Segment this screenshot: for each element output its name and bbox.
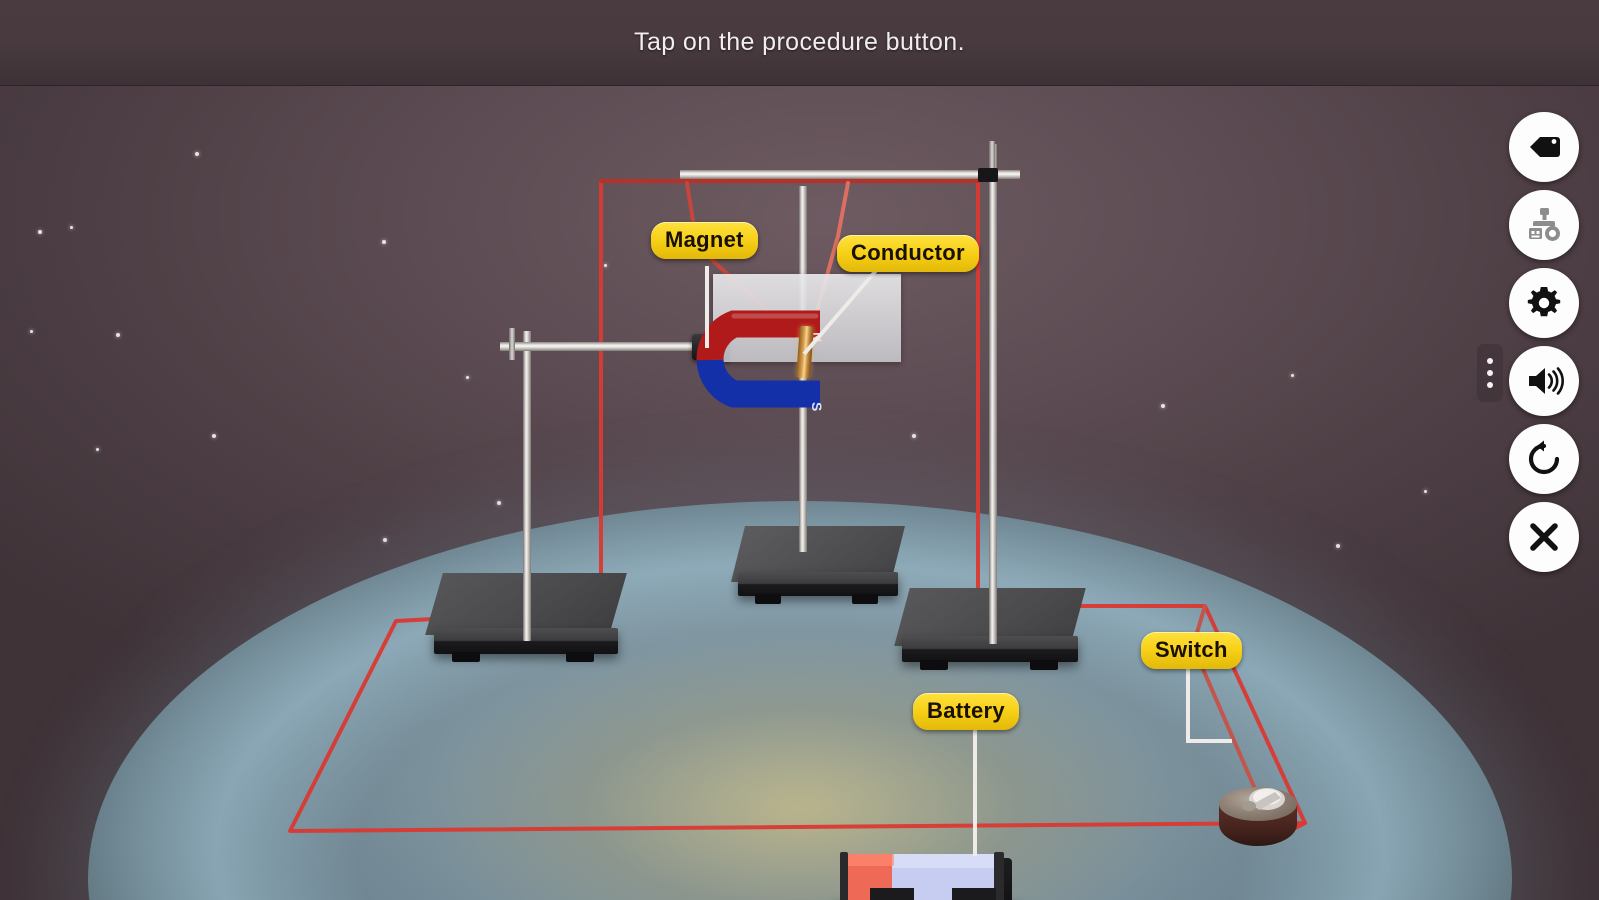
label-leader-lines: [705, 264, 1232, 856]
right-stand-clamp-screw: [989, 141, 995, 175]
right-stand-clamp: [978, 168, 998, 182]
label-magnet[interactable]: Magnet: [651, 222, 758, 259]
magnet-south-label: S: [809, 402, 825, 411]
reset-button[interactable]: [1509, 424, 1579, 494]
apparatus-icon: [1529, 208, 1560, 241]
star-decoration: [30, 330, 33, 333]
reload-icon: [1528, 440, 1560, 475]
star-decoration: [70, 226, 73, 229]
label-switch[interactable]: Switch: [1141, 632, 1242, 669]
star-decoration: [195, 152, 199, 156]
left-stand-clamp-screw: [509, 328, 515, 360]
right-stand-foot: [1030, 660, 1058, 670]
star-decoration: [96, 448, 99, 451]
right-stand-rod: [989, 144, 997, 644]
star-decoration: [1161, 404, 1165, 408]
star-decoration: [116, 333, 120, 337]
drag-handle-icon[interactable]: [1477, 344, 1503, 402]
instruction-text: Tap on the procedure button.: [634, 28, 965, 56]
center-stand-foot: [755, 594, 781, 604]
star-decoration: [382, 240, 386, 244]
battery-cell[interactable]: [840, 848, 1020, 900]
close-button[interactable]: [1509, 502, 1579, 572]
star-decoration: [1291, 374, 1294, 377]
label-conductor[interactable]: Conductor: [837, 235, 979, 272]
tag-icon: [1530, 137, 1560, 157]
instruction-banner: Tap on the procedure button.: [0, 0, 1599, 86]
right-stand-foot: [920, 660, 948, 670]
left-stand-crossbar: [500, 342, 716, 351]
left-stand-foot: [452, 652, 480, 662]
center-stand-base: [738, 572, 898, 596]
volume-icon: [1529, 367, 1564, 395]
left-stand-foot: [566, 652, 594, 662]
center-stand-foot: [852, 594, 878, 604]
star-decoration: [1424, 490, 1427, 493]
side-toolbar: [1477, 112, 1585, 580]
left-stand-rod: [523, 331, 531, 641]
switch-lever[interactable]: [1223, 780, 1297, 820]
star-decoration: [466, 376, 469, 379]
right-stand-crossbar: [680, 170, 1020, 179]
simulation-scene[interactable]: N S: [0, 86, 1599, 900]
label-battery[interactable]: Battery: [913, 693, 1019, 730]
star-decoration: [604, 264, 607, 267]
settings-button[interactable]: [1509, 268, 1579, 338]
apparatus-button[interactable]: [1509, 190, 1579, 260]
sound-button[interactable]: [1509, 346, 1579, 416]
labels-button[interactable]: [1509, 112, 1579, 182]
gear-icon: [1527, 287, 1561, 317]
star-decoration: [912, 434, 916, 438]
close-icon: [1530, 523, 1558, 551]
star-decoration: [38, 230, 42, 234]
star-decoration: [212, 434, 216, 438]
